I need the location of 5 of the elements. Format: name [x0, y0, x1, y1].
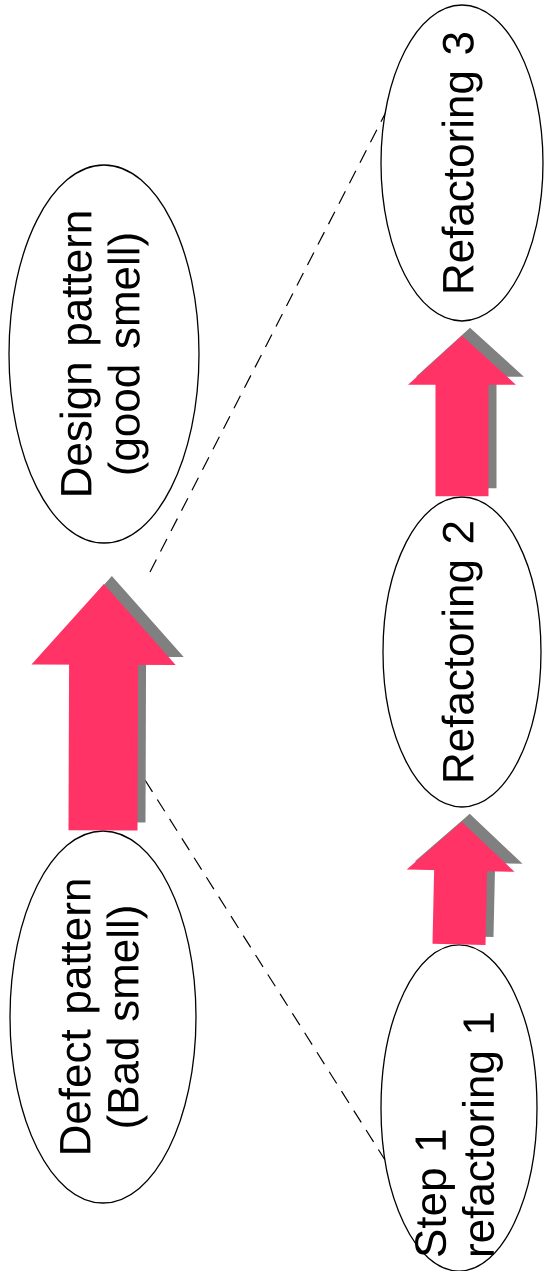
ellipse-node: Refactoring 2	[382, 496, 542, 808]
node-label: Refactoring 3	[441, 32, 483, 292]
ellipse-node: Defect pattern (Bad smell)	[9, 830, 197, 1204]
ellipse-node: Design pattern (good smell)	[8, 164, 200, 544]
ellipse-node: Refactoring 3	[380, 4, 544, 322]
